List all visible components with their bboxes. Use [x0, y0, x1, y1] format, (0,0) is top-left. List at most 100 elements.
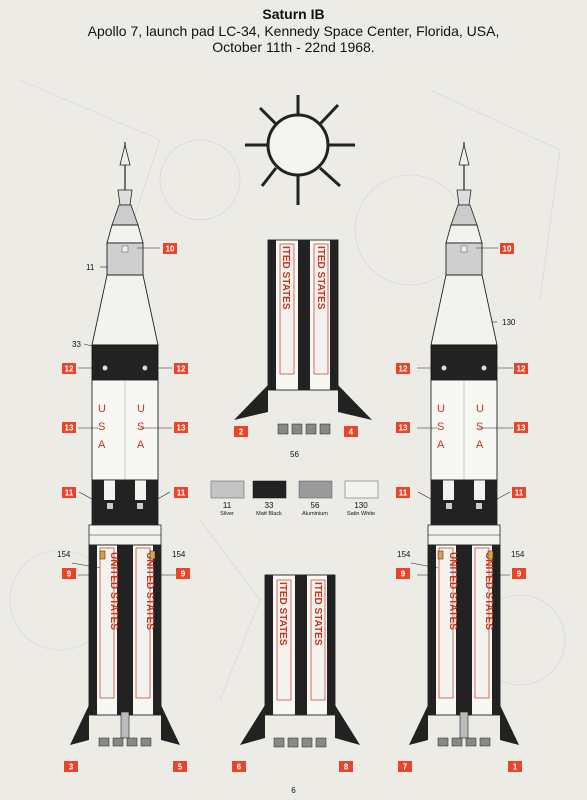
- callout-154: 154: [511, 550, 525, 559]
- svg-text:Silver: Silver: [220, 511, 234, 517]
- decal-badge-11: 11: [396, 487, 410, 498]
- decal-badge-9: 9: [512, 568, 526, 579]
- subtitle-line-2: October 11th - 22nd 1968.: [212, 39, 375, 55]
- decal-badge-12: 12: [396, 363, 410, 374]
- svg-text:U: U: [476, 403, 484, 415]
- svg-text:11: 11: [65, 489, 74, 498]
- decal-badge-6: 6: [232, 761, 246, 772]
- svg-text:12: 12: [65, 365, 74, 374]
- decal-badges: 10 12 12 13 13 11 11 9 9 3 5 2 4 6 8 10 …: [62, 243, 528, 772]
- united-states-decal: UNITED STATES: [108, 552, 119, 630]
- decal-badge-4: 4: [344, 426, 358, 437]
- svg-text:A: A: [476, 439, 484, 451]
- paint-swatch-aluminium: 56 Aluminium: [298, 480, 333, 517]
- part-154-marker: [149, 550, 156, 560]
- svg-text:11: 11: [223, 501, 232, 510]
- svg-text:130: 130: [354, 501, 368, 510]
- decal-badge-13: 13: [174, 422, 188, 433]
- svg-text:S: S: [137, 421, 144, 433]
- decal-badge-12: 12: [174, 363, 188, 374]
- ited-states-decal: ITED STATES: [312, 582, 323, 646]
- callout-11: 11: [86, 263, 95, 272]
- part-154-marker: [487, 550, 494, 560]
- callout-56: 56: [290, 450, 299, 459]
- svg-text:9: 9: [67, 570, 72, 579]
- decal-badge-13: 13: [396, 422, 410, 433]
- usa-marking-left-2: U S A: [137, 403, 145, 451]
- united-states-decal: UNITED STATES: [483, 552, 494, 630]
- paint-swatch-silver: 11 Silver: [210, 480, 245, 517]
- svg-text:12: 12: [399, 365, 408, 374]
- svg-text:U: U: [137, 403, 145, 415]
- subtitle-line-1: Apollo 7, launch pad LC-34, Kennedy Spac…: [87, 23, 500, 39]
- decal-badge-7: 7: [398, 761, 412, 772]
- svg-text:13: 13: [517, 424, 526, 433]
- united-states-decal: UNITED STATES: [447, 552, 458, 630]
- decal-badge-12: 12: [514, 363, 528, 374]
- usa-marking-right-2: U S A: [476, 403, 484, 451]
- first-stage-detail-upper: ITED STATES ITED STATES: [234, 239, 372, 435]
- svg-text:11: 11: [399, 489, 408, 498]
- svg-text:8: 8: [344, 763, 349, 772]
- svg-text:13: 13: [177, 424, 186, 433]
- svg-text:U: U: [437, 403, 445, 415]
- part-154-marker: [99, 550, 106, 560]
- decal-badge-2: 2: [234, 426, 248, 437]
- callout-154: 154: [172, 550, 186, 559]
- svg-text:S: S: [476, 421, 483, 433]
- svg-text:A: A: [137, 439, 145, 451]
- svg-text:12: 12: [517, 365, 526, 374]
- ited-states-decal: ITED STATES: [315, 246, 326, 310]
- svg-text:11: 11: [177, 489, 186, 498]
- svg-text:3: 3: [69, 763, 74, 772]
- svg-text:9: 9: [517, 570, 522, 579]
- decal-badge-10: 10: [500, 243, 514, 254]
- decal-badge-9: 9: [62, 568, 76, 579]
- decal-badge-9: 9: [176, 568, 190, 579]
- decal-badge-11: 11: [174, 487, 188, 498]
- decal-badge-13: 13: [62, 422, 76, 433]
- svg-text:Matt Black: Matt Black: [256, 511, 282, 517]
- svg-text:7: 7: [403, 763, 408, 772]
- decal-badge-11: 11: [62, 487, 76, 498]
- svg-text:5: 5: [178, 763, 183, 772]
- svg-text:Satin White: Satin White: [347, 511, 375, 517]
- page-title: Saturn IB: [262, 6, 325, 22]
- svg-text:2: 2: [239, 428, 244, 437]
- paint-legend: 11 Silver 33 Matt Black 56 Aluminium 130…: [210, 480, 379, 517]
- svg-text:56: 56: [311, 501, 320, 510]
- decal-badge-9: 9: [396, 568, 410, 579]
- svg-text:S: S: [98, 421, 105, 433]
- svg-text:4: 4: [349, 428, 354, 437]
- svg-text:6: 6: [237, 763, 242, 772]
- page-number: 6: [291, 786, 296, 795]
- callout-154: 154: [397, 550, 411, 559]
- usa-marking-left-1: U S A: [98, 403, 106, 451]
- svg-text:9: 9: [401, 570, 406, 579]
- svg-text:A: A: [437, 439, 445, 451]
- svg-text:Aluminium: Aluminium: [302, 511, 328, 517]
- decal-badge-3: 3: [64, 761, 78, 772]
- svg-text:13: 13: [399, 424, 408, 433]
- usa-marking-right-1: U S A: [437, 403, 445, 451]
- svg-text:A: A: [98, 439, 106, 451]
- callout-130: 130: [502, 318, 516, 327]
- rocket-right: U S A U S A UNITED STATES UNITED STATES: [408, 141, 520, 747]
- svg-text:9: 9: [181, 570, 186, 579]
- decal-badge-11: 11: [512, 487, 526, 498]
- top-view-part: [245, 95, 355, 205]
- svg-text:11: 11: [515, 489, 524, 498]
- ited-states-decal: ITED STATES: [277, 582, 288, 646]
- rocket-left: U S A U S A UNITED STATES UNITED STATES: [69, 141, 181, 747]
- title-block: Saturn IB Apollo 7, launch pad LC-34, Ke…: [0, 6, 587, 55]
- svg-text:10: 10: [166, 245, 175, 254]
- leader-lines: [71, 247, 513, 576]
- svg-text:33: 33: [265, 501, 274, 510]
- decal-badge-13: 13: [514, 422, 528, 433]
- svg-text:12: 12: [177, 365, 186, 374]
- paint-swatch-satin-white: 130 Satin White: [344, 480, 379, 517]
- decal-badge-8: 8: [339, 761, 353, 772]
- ited-states-decal: ITED STATES: [280, 246, 291, 310]
- callout-33: 33: [72, 340, 81, 349]
